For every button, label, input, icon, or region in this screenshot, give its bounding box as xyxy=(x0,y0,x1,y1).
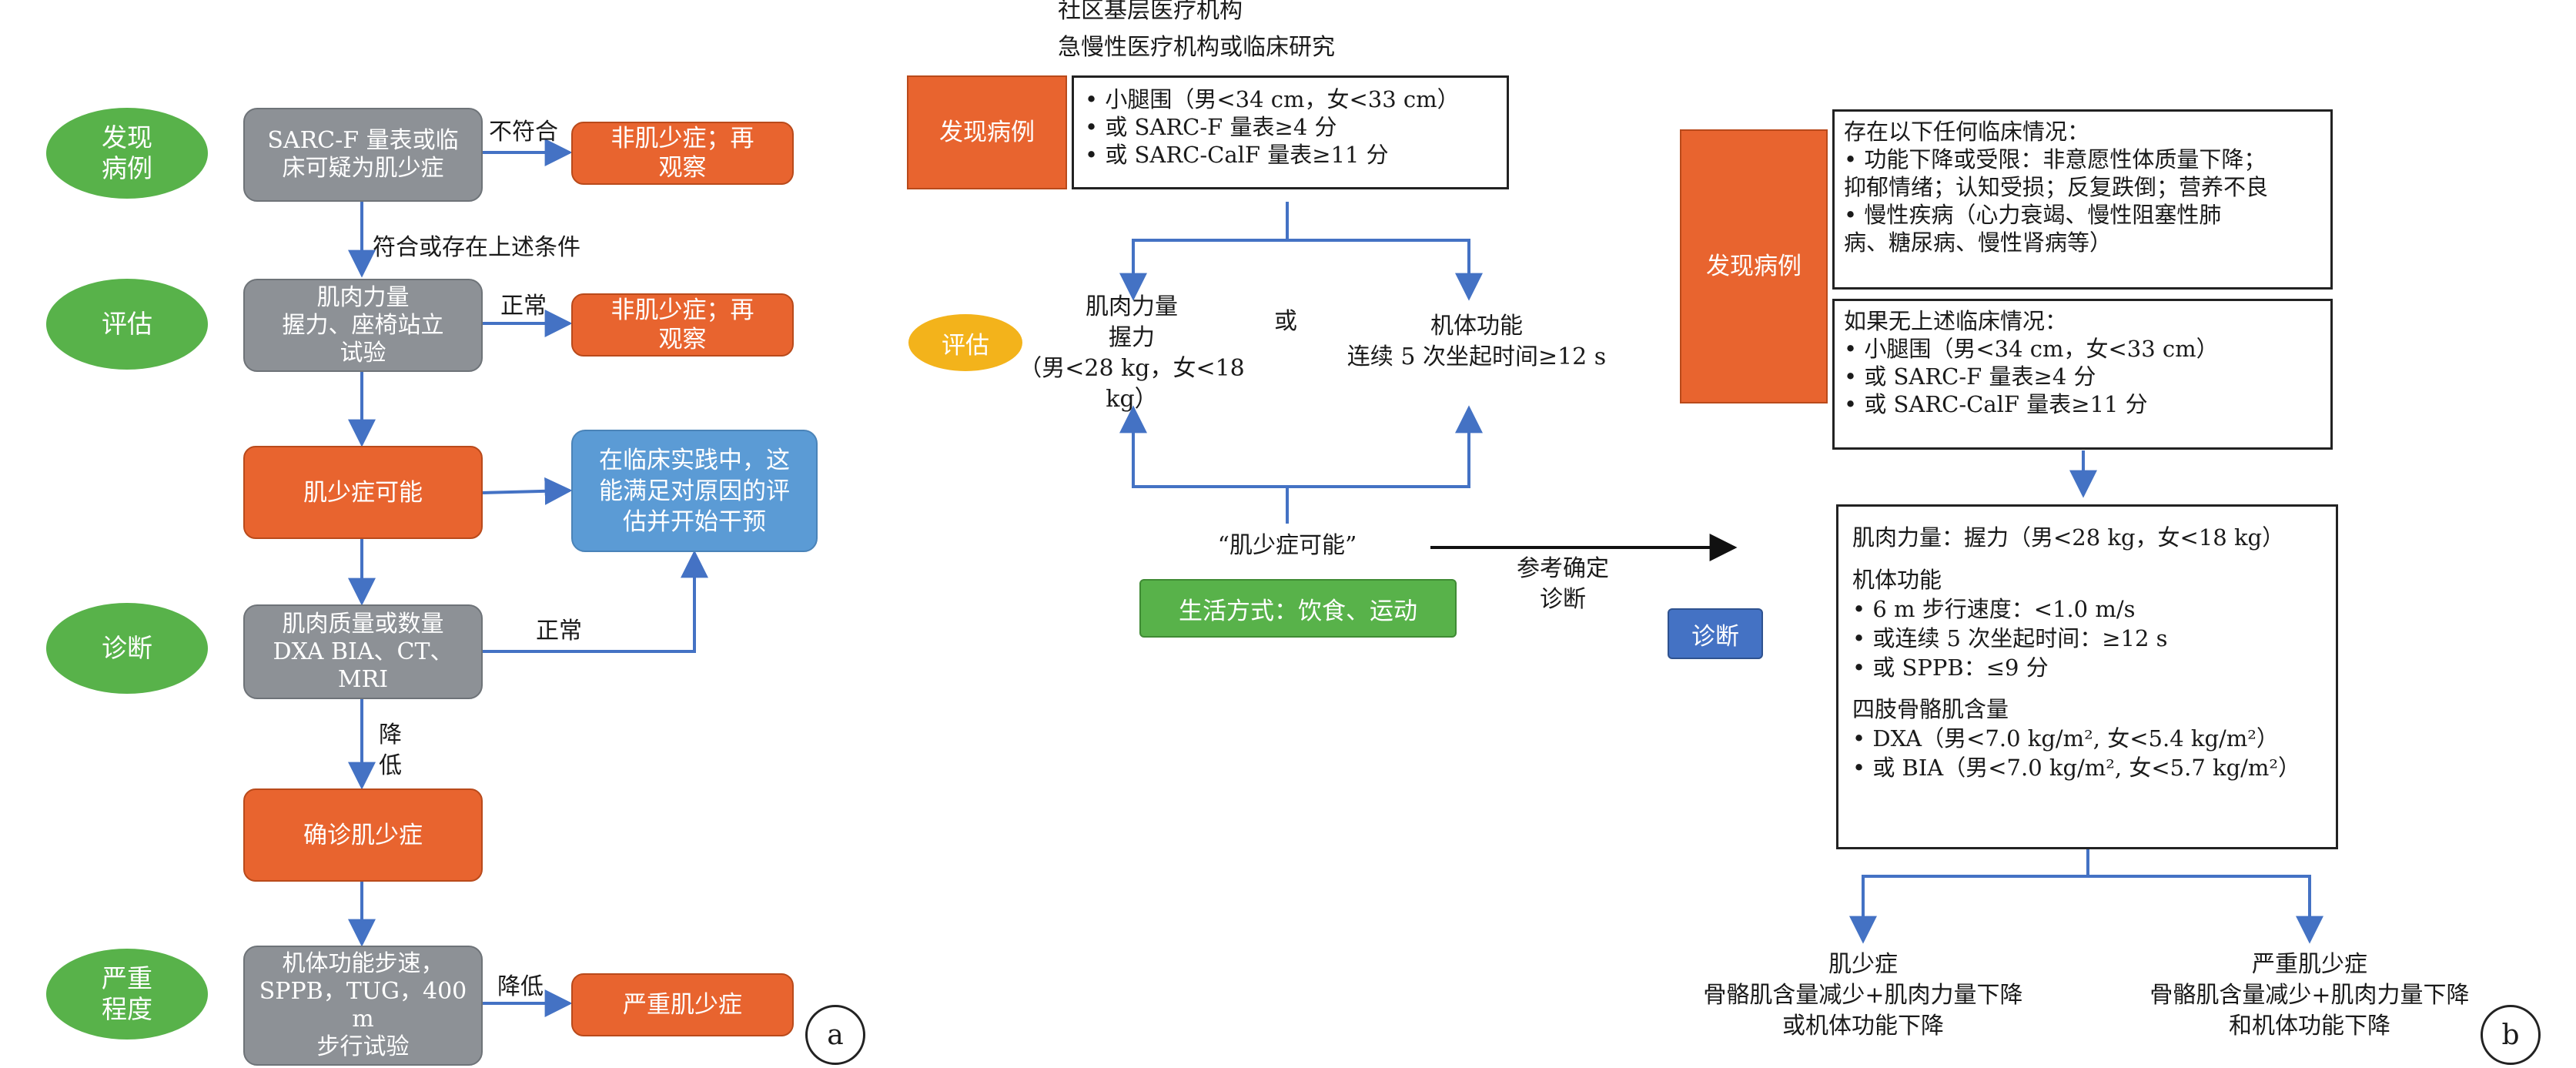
strength-box: 肌肉力量 握力、座椅站立 试验 xyxy=(243,279,483,372)
possible-sarcopenia-box: 肌少症可能 xyxy=(243,446,483,539)
criteria-line: • DXA（男<7.0 kg/m², 女<5.4 kg/m²） xyxy=(1852,725,2279,752)
clinical-line: • 慢性疾病（心力衰竭、慢性阻塞性肺 xyxy=(1844,202,2222,228)
discover-box-b: 发现病例 xyxy=(907,75,1067,189)
criteria-box-b: • 小腿围（男<34 cm，女<33 cm） • 或 SARC-F 量表≥4 分… xyxy=(1072,75,1509,189)
criteria-line: • 或 SPPB：≤9 分 xyxy=(1852,655,2049,681)
clinical-conditions-box: 存在以下任何临床情况： • 功能下降或受限：非意愿性体质量下降； 抑郁情绪；认知… xyxy=(1832,109,2333,290)
sarcf-box: SARC-F 量表或临 床可疑为肌少症 xyxy=(243,108,483,202)
clinical-line: 病、糖尿病、慢性肾病等） xyxy=(1844,229,2113,256)
arrow-criteria-split-right xyxy=(1287,239,1483,301)
criteria-spacer xyxy=(1852,553,2322,565)
criteria-spacer xyxy=(1852,682,2322,695)
label-reduced-2: 降低 xyxy=(497,973,544,1000)
criteria-line: 机体功能 xyxy=(1852,567,1942,593)
arrow-mass-clinical xyxy=(483,550,708,653)
lifestyle-box: 生活方式：饮食、运动 xyxy=(1139,579,1457,638)
arrow-possible-up-left xyxy=(1119,405,1289,524)
criteria-line: • 或连续 5 次坐起时间：≥12 s xyxy=(1852,625,2168,651)
diagnose-badge: 诊断 xyxy=(1668,608,1763,659)
label-meet: 符合或存在上述条件 xyxy=(373,234,580,261)
criteria-line: • 6 m 步行速度：<1.0 m/s xyxy=(1852,596,2136,622)
function-box: 机体功能步速， SPPB，TUG，400 m 步行试验 xyxy=(243,946,483,1066)
label-normal-1: 正常 xyxy=(500,293,547,320)
strength-text-b: 肌肉力量 握力 （男<28 kg，女<18 kg） xyxy=(1019,293,1245,413)
no-clinical-line: • 或 SARC-F 量表≥4 分 xyxy=(1844,363,2096,390)
severe-sarcopenia-box: 严重肌少症 xyxy=(571,973,794,1036)
stage-assess: 评估 xyxy=(46,279,208,370)
label-normal-2: 正常 xyxy=(536,618,582,644)
no-clinical-line: • 小腿围（男<34 cm，女<33 cm） xyxy=(1844,336,2219,362)
clinical-practice-box: 在临床实践中，这 能满足对原因的评 估并开始干预 xyxy=(571,430,818,552)
no-clinical-box: 如果无上述临床情况： • 小腿围（男<34 cm，女<33 cm） • 或 SA… xyxy=(1832,299,2333,450)
confirmed-sarcopenia-box: 确诊肌少症 xyxy=(243,788,483,882)
stage-diagnose: 诊断 xyxy=(46,603,208,694)
criteria-item: • 或 SARC-F 量表≥4 分 xyxy=(1085,114,1337,140)
sarcopenia-outcome: 肌少症 骨骼肌含量减少+肌肉力量下降 或机体功能下降 xyxy=(1703,951,2023,1040)
label-reduced: 降 低 xyxy=(379,721,402,779)
header-community: 社区基层医疗机构 xyxy=(1058,0,1243,24)
criteria-item: • 或 SARC-CalF 量表≥11 分 xyxy=(1085,142,1389,168)
no-clinical-line: • 或 SARC-CalF 量表≥11 分 xyxy=(1844,391,2148,417)
assess-badge: 评估 xyxy=(908,314,1022,371)
criteria-line: 肌肉力量：握力（男<28 kg，女<18 kg） xyxy=(1852,524,2285,551)
non-sarcopenia-box-1: 非肌少症；再 观察 xyxy=(571,122,794,185)
diagnosis-criteria-box: 肌肉力量：握力（男<28 kg，女<18 kg） 机体功能 • 6 m 步行速度… xyxy=(1836,504,2338,849)
possible-text-b: “肌少症可能” xyxy=(1217,532,1357,559)
label-not-meet: 不符合 xyxy=(489,119,558,146)
discover-box-c: 发现病例 xyxy=(1680,129,1828,403)
no-clinical-line: 如果无上述临床情况： xyxy=(1844,308,2068,334)
criteria-line: • 或 BIA（男<7.0 kg/m², 女<5.7 kg/m²） xyxy=(1852,755,2301,781)
panel-b-label: b xyxy=(2481,1005,2541,1065)
reference-text: 参考确定 诊断 xyxy=(1517,555,1609,613)
or-text-b: 或 xyxy=(1274,308,1297,335)
arrow-possible-clinical xyxy=(482,477,573,505)
clinical-line: 存在以下任何临床情况： xyxy=(1844,119,2090,145)
non-sarcopenia-box-2: 非肌少症；再 观察 xyxy=(571,293,794,357)
header-acute-care: 急慢性医疗机构或临床研究 xyxy=(1058,34,1335,61)
panel-a-label: a xyxy=(805,1005,865,1065)
criteria-line: 四肢骨骼肌含量 xyxy=(1852,696,2009,722)
severe-sarcopenia-outcome: 严重肌少症 骨骼肌含量减少+肌肉力量下降 和机体功能下降 xyxy=(2149,951,2470,1040)
function-text-b: 机体功能 连续 5 次坐起时间≥12 s xyxy=(1347,313,1607,370)
muscle-mass-box: 肌肉质量或数量 DXA BIA、CT、 MRI xyxy=(243,604,483,699)
clinical-line: • 功能下降或受限：非意愿性体质量下降； xyxy=(1844,146,2267,172)
arrow-criteria-split xyxy=(1119,202,1289,301)
stage-severity: 严重 程度 xyxy=(46,949,208,1040)
criteria-item: • 小腿围（男<34 cm，女<33 cm） xyxy=(1085,86,1460,112)
arrow-criteria-severe xyxy=(2088,875,2323,944)
arrow-criteria-sarcopenia xyxy=(1849,849,2089,944)
clinical-line: 抑郁情绪；认知受损；反复跌倒；营养不良 xyxy=(1844,174,2269,200)
stage-discover: 发现 病例 xyxy=(46,108,208,199)
arrow-possible-up-right xyxy=(1287,405,1483,488)
